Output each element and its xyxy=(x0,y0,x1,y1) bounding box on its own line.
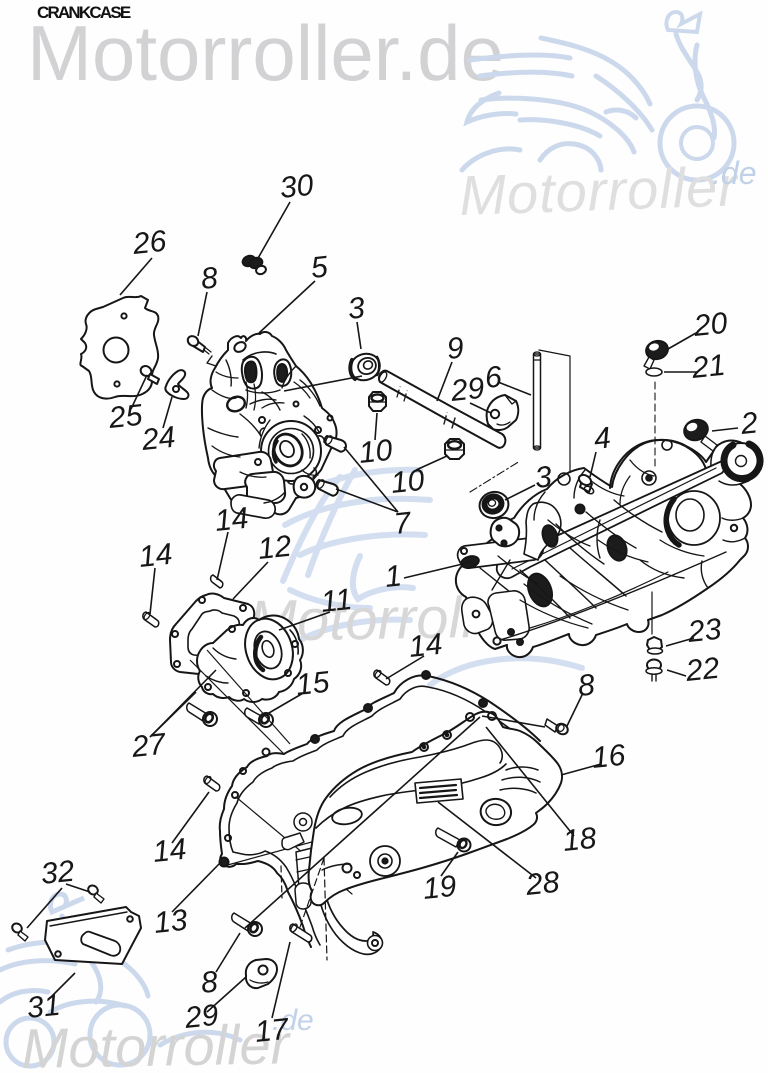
svg-text:23: 23 xyxy=(685,613,723,649)
svg-text:25: 25 xyxy=(106,399,144,435)
svg-text:8: 8 xyxy=(199,965,219,1000)
svg-text:15: 15 xyxy=(294,666,331,702)
svg-text:29: 29 xyxy=(182,999,220,1035)
svg-text:21: 21 xyxy=(689,349,727,385)
svg-text:8: 8 xyxy=(199,261,219,296)
svg-text:10: 10 xyxy=(389,464,426,500)
svg-text:24: 24 xyxy=(139,421,177,457)
svg-text:1: 1 xyxy=(383,559,403,594)
svg-text:22: 22 xyxy=(683,652,721,688)
svg-text:12: 12 xyxy=(256,530,293,566)
svg-text:11: 11 xyxy=(319,583,353,619)
svg-text:Motorroller: Motorroller xyxy=(21,1012,292,1073)
svg-text:17: 17 xyxy=(253,1013,291,1049)
svg-text:16: 16 xyxy=(590,739,627,775)
svg-text:3: 3 xyxy=(533,460,553,495)
svg-text:31: 31 xyxy=(25,989,62,1025)
svg-text:Motorroller: Motorroller xyxy=(458,154,740,227)
svg-text:14: 14 xyxy=(151,833,188,869)
svg-text:27: 27 xyxy=(129,728,168,765)
svg-text:10: 10 xyxy=(357,434,394,470)
svg-text:4: 4 xyxy=(592,421,612,456)
svg-text:29: 29 xyxy=(448,372,486,408)
svg-text:14: 14 xyxy=(213,502,250,538)
svg-text:32: 32 xyxy=(39,855,76,891)
svg-text:20: 20 xyxy=(691,307,729,343)
svg-text:5: 5 xyxy=(309,250,329,285)
svg-text:CRANKCASE: CRANKCASE xyxy=(37,3,131,22)
svg-text:14: 14 xyxy=(407,628,444,664)
svg-text:13: 13 xyxy=(152,904,189,940)
svg-text:Motorroller.de: Motorroller.de xyxy=(27,9,504,97)
svg-text:14: 14 xyxy=(137,538,174,574)
svg-text:.de: .de xyxy=(272,1004,314,1037)
svg-text:2: 2 xyxy=(738,406,759,441)
svg-text:19: 19 xyxy=(421,870,458,906)
svg-text:9: 9 xyxy=(445,331,465,366)
svg-text:28: 28 xyxy=(523,866,561,902)
svg-text:30: 30 xyxy=(278,169,315,205)
svg-text:8: 8 xyxy=(576,668,596,703)
svg-text:3: 3 xyxy=(346,291,366,326)
svg-text:26: 26 xyxy=(130,225,168,261)
svg-text:7: 7 xyxy=(392,506,413,541)
svg-text:.de: .de xyxy=(712,155,756,191)
svg-text:6: 6 xyxy=(483,360,503,395)
svg-text:18: 18 xyxy=(561,822,598,858)
